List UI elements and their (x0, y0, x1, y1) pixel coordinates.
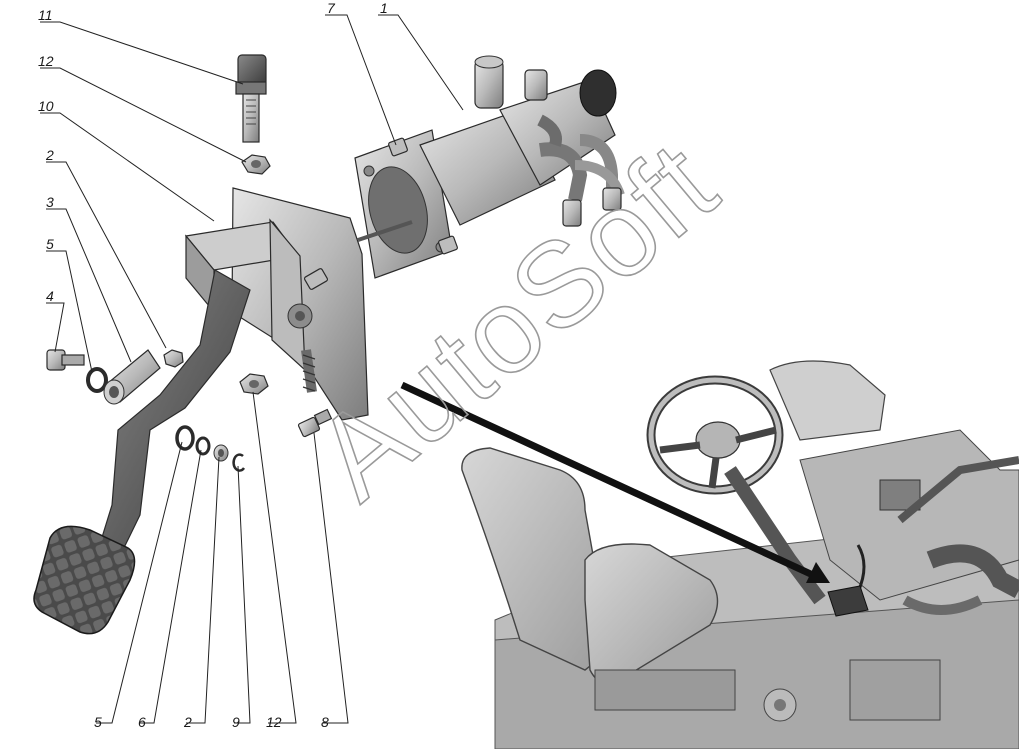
seat-icon (461, 447, 736, 711)
callout-10-top: 10 (38, 98, 54, 114)
washer-left (86, 367, 108, 393)
leader-lines (40, 14, 464, 724)
nut-top (241, 154, 271, 175)
callout-2-top: 2 (45, 147, 54, 163)
vehicle-cab-view (461, 360, 1019, 749)
small-hardware-row (175, 425, 246, 472)
brake-valve-assembly (354, 55, 625, 279)
nut-left (163, 349, 184, 368)
callout-9-bottom: 9 (232, 714, 240, 730)
pedal-switch-sensor (235, 54, 267, 143)
bushing (103, 349, 161, 405)
nut-mid (239, 373, 269, 395)
callout-labels: 11 12 10 2 3 5 4 7 1 5 6 2 9 12 8 (38, 0, 388, 730)
callout-5-bottom: 5 (94, 714, 102, 730)
callout-6-bottom: 6 (138, 714, 146, 730)
callout-2-bottom: 2 (183, 714, 192, 730)
callout-7-top: 7 (327, 0, 336, 16)
callout-3-top: 3 (46, 194, 54, 210)
location-arrow (400, 381, 830, 583)
callout-12-top: 12 (38, 53, 54, 69)
pedal-pad-icon (33, 525, 136, 635)
callout-1-top: 1 (380, 0, 388, 16)
callout-4-top: 4 (46, 288, 54, 304)
dashboard-machinery (763, 360, 1019, 722)
bolt-mid (297, 408, 333, 438)
callout-11-top: 11 (38, 7, 53, 23)
pivot-bolt (46, 349, 85, 371)
brake-pedal-arm (33, 269, 251, 635)
callout-5-top: 5 (46, 236, 54, 252)
pedal-bracket (184, 187, 369, 421)
callout-8-bottom: 8 (321, 714, 329, 730)
callout-12-bottom: 12 (266, 714, 282, 730)
pedal-sensor-in-cab-icon (827, 544, 869, 617)
steering-wheel-icon (646, 375, 826, 605)
